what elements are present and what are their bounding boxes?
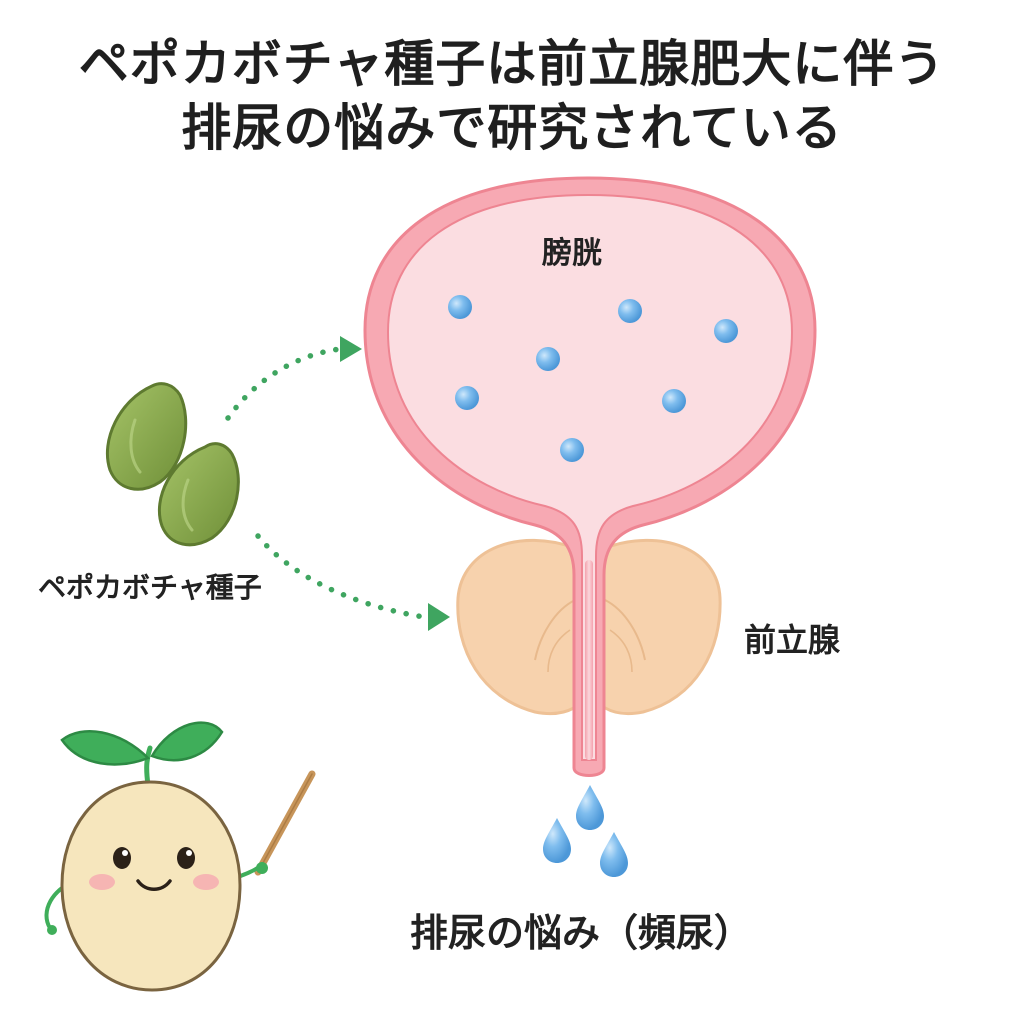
pumpkin-seed-icon — [105, 382, 240, 547]
caption-label: 排尿の悩み（頻尿） — [410, 911, 753, 955]
bladder — [363, 176, 817, 777]
water-drop-icon — [543, 818, 571, 863]
seeds-label: ペポカボチャ種子 — [38, 571, 262, 604]
prostate-label: 前立腺 — [744, 621, 841, 659]
title-line-1: ペポカボチャ種子は前立腺肥大に伴う — [78, 35, 946, 93]
water-drop-icon — [618, 299, 642, 323]
water-drop-icon — [536, 347, 560, 371]
bladder-label: 膀胱 — [542, 236, 602, 271]
seedling-mascot-icon — [44, 721, 316, 992]
arrow-to-bladder — [225, 336, 362, 421]
water-drop-icon — [455, 386, 479, 410]
water-drop-icon — [662, 389, 686, 413]
water-drop-icon — [600, 832, 628, 877]
water-drop-icon — [714, 319, 738, 343]
water-drop-icon — [576, 785, 604, 830]
title-line-2: 排尿の悩みで研究されている — [181, 99, 843, 157]
arrow-to-prostate — [255, 533, 450, 631]
falling-droplets — [543, 785, 628, 877]
water-drop-icon — [560, 438, 584, 462]
water-drop-icon — [448, 295, 472, 319]
bladder-droplets — [448, 295, 738, 462]
